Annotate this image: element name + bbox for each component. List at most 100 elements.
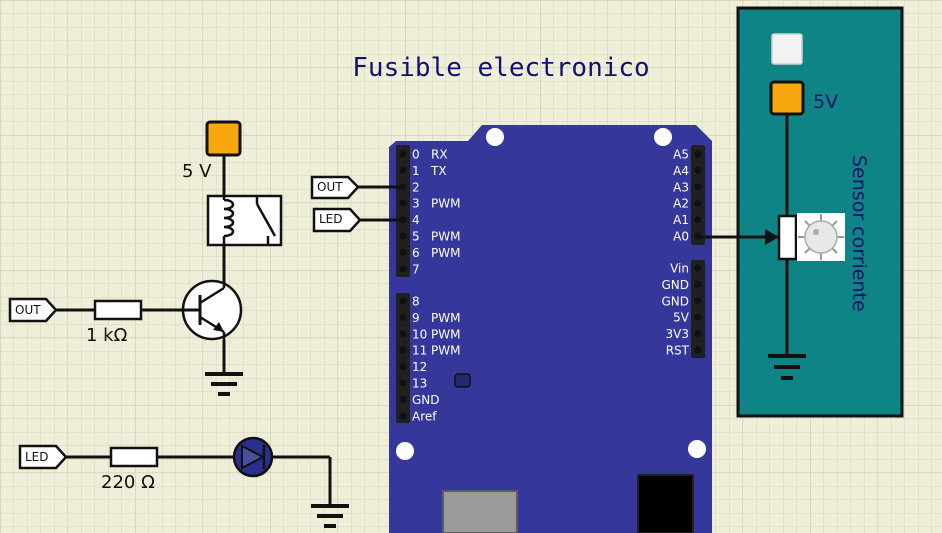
- pin-label: 10: [412, 327, 427, 341]
- supply-5v-label: 5 V: [182, 161, 212, 182]
- pin-label: GND: [661, 278, 689, 292]
- pin-label: 3: [412, 197, 420, 211]
- pin-label: 12: [412, 360, 427, 374]
- pin-function-label: PWM: [431, 197, 460, 211]
- pin-label: 5V: [673, 311, 690, 325]
- svg-text:LED: LED: [25, 450, 49, 464]
- base-resistor-label: 1 kΩ: [86, 325, 128, 346]
- pin-12[interactable]: [399, 363, 407, 371]
- pin-9[interactable]: [399, 313, 407, 321]
- pin-label: A3: [673, 180, 689, 194]
- pin-7[interactable]: [399, 265, 407, 273]
- pin-a2[interactable]: [694, 199, 702, 207]
- pin-label: 8: [412, 295, 420, 309]
- led[interactable]: [232, 436, 274, 478]
- pin-a1[interactable]: [694, 216, 702, 224]
- relay[interactable]: [206, 194, 283, 247]
- pin-aref[interactable]: [399, 412, 407, 420]
- pin-label: 6: [412, 246, 420, 260]
- sensor-knob-icon[interactable]: [797, 213, 845, 261]
- mount-hole-top-right: [654, 128, 672, 146]
- pin-label: GND: [412, 393, 440, 407]
- pin-label: 7: [412, 262, 420, 276]
- ground-symbol-led: [311, 504, 349, 528]
- pin-label: 5: [412, 230, 420, 244]
- current-sensor-module[interactable]: 5V Sensor corriente: [736, 6, 904, 418]
- pin-5[interactable]: [399, 232, 407, 240]
- pin-function-label: PWM: [431, 344, 460, 358]
- pin-label: A1: [673, 213, 689, 227]
- pin-label: RST: [666, 344, 690, 358]
- sensor-indicator: [771, 33, 803, 65]
- pin-label: Vin: [670, 262, 689, 276]
- pin-11[interactable]: [399, 346, 407, 354]
- pin-label: Aref: [412, 409, 437, 423]
- pin-gnd[interactable]: [694, 280, 702, 288]
- mount-hole-mid-left: [396, 442, 414, 460]
- pin-label: 11: [412, 344, 427, 358]
- pin-a5[interactable]: [694, 150, 702, 158]
- pin-rst[interactable]: [694, 346, 702, 354]
- pin-function-label: RX: [431, 148, 448, 162]
- onboard-led-13: [454, 373, 471, 388]
- pin-6[interactable]: [399, 248, 407, 256]
- pin-label: 9: [412, 311, 420, 325]
- net-tag-out-input[interactable]: OUT: [8, 297, 58, 323]
- pin-8[interactable]: [399, 297, 407, 305]
- sensor-5v-terminal[interactable]: [769, 80, 805, 116]
- led-resistor-label: 220 Ω: [101, 472, 155, 493]
- pin-function-label: PWM: [431, 327, 460, 341]
- pin-a3[interactable]: [694, 183, 702, 191]
- pin-label: A5: [673, 148, 689, 162]
- usb-connector: [442, 490, 518, 533]
- pin-function-label: PWM: [431, 246, 460, 260]
- power-jack: [637, 474, 694, 533]
- sensor-potentiometer[interactable]: [777, 214, 798, 261]
- pin-0[interactable]: [399, 150, 407, 158]
- diagram-title: Fusible electronico: [352, 53, 649, 83]
- mount-hole-top-left: [486, 128, 504, 146]
- net-tag-led-arduino[interactable]: LED: [312, 207, 362, 233]
- pin-label: 1: [412, 164, 420, 178]
- pin-5v[interactable]: [694, 313, 702, 321]
- led-resistor-220[interactable]: [109, 446, 159, 468]
- sensor-5v-label: 5V: [813, 91, 838, 113]
- base-resistor-1k[interactable]: [93, 299, 143, 321]
- pin-gnd[interactable]: [694, 297, 702, 305]
- pin-3v3[interactable]: [694, 330, 702, 338]
- pin-label: 2: [412, 180, 420, 194]
- sensor-ground-symbol: [768, 354, 806, 380]
- supply-5v-terminal[interactable]: [205, 120, 242, 157]
- pin-label: 3V3: [666, 327, 689, 341]
- pin-1[interactable]: [399, 166, 407, 174]
- pin-gnd[interactable]: [399, 395, 407, 403]
- pin-function-label: PWM: [431, 230, 460, 244]
- pin-a4[interactable]: [694, 166, 702, 174]
- ground-symbol-transistor: [205, 372, 243, 396]
- pin-13[interactable]: [399, 379, 407, 387]
- pin-function-label: TX: [430, 164, 447, 178]
- led-branch: LED 220 Ω: [18, 436, 349, 528]
- pin-10[interactable]: [399, 330, 407, 338]
- svg-text:OUT: OUT: [15, 303, 41, 317]
- pin-vin[interactable]: [694, 264, 702, 272]
- pin-function-label: PWM: [431, 311, 460, 325]
- net-tag-led-input[interactable]: LED: [18, 444, 68, 470]
- relay-driver-circuit: 5 V: [8, 120, 283, 396]
- net-tag-out-arduino[interactable]: OUT: [310, 175, 360, 200]
- sensor-label: Sensor corriente: [848, 155, 870, 312]
- pin-label: GND: [661, 294, 689, 308]
- pin-label: A0: [673, 230, 689, 244]
- pin-3[interactable]: [399, 199, 407, 207]
- mount-hole-mid-right: [688, 440, 706, 458]
- pin-label: 0: [412, 148, 420, 162]
- pin-label: 13: [412, 377, 427, 391]
- pin-label: A2: [673, 197, 689, 211]
- wiper-arrow: [765, 229, 779, 245]
